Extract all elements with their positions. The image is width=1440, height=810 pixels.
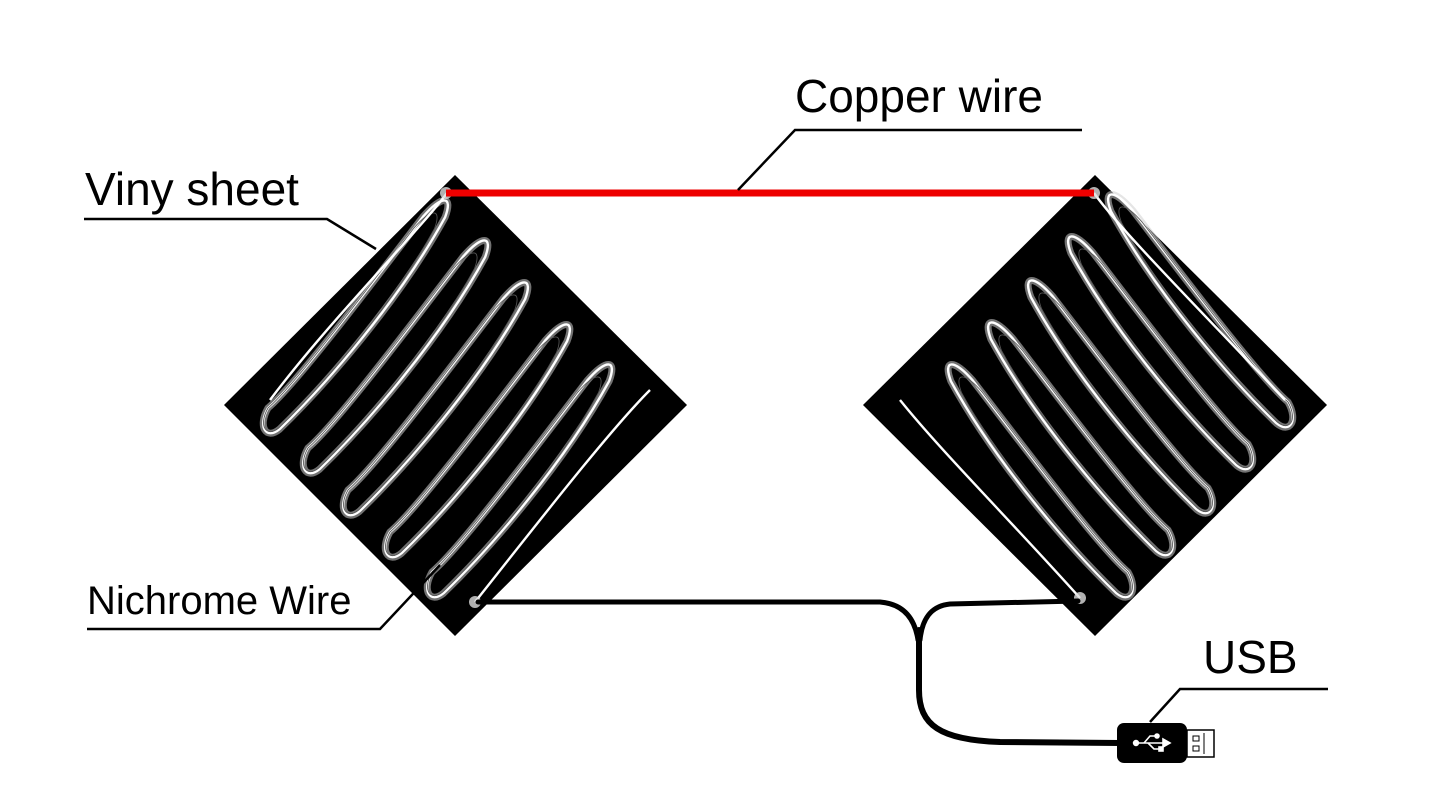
copper-wire-label: Copper wire — [795, 70, 1043, 122]
usb-plug-icon — [1186, 729, 1215, 758]
usb-cable — [475, 598, 1123, 746]
nichrome-wire-label: Nichrome Wire — [87, 579, 351, 623]
right-viny-sheet — [863, 175, 1327, 636]
left-viny-sheet — [224, 175, 687, 636]
viny-sheet-label: Viny sheet — [85, 163, 299, 215]
usb-connector — [1117, 723, 1215, 763]
leader-lines — [84, 128, 1328, 723]
usb-trident-icon — [1132, 733, 1172, 752]
left-nichrome-coil — [249, 187, 651, 608]
usb-label: USB — [1203, 631, 1298, 683]
